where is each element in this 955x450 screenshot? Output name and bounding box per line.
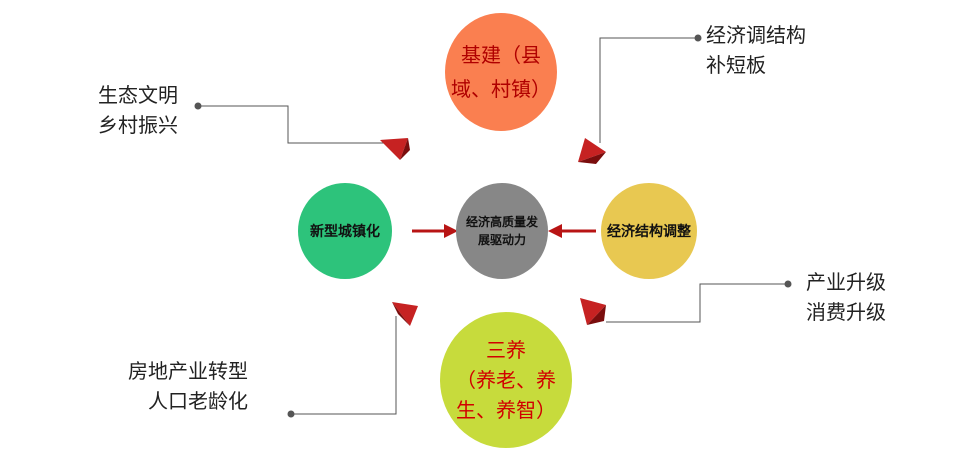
- note-bottom-right-line2: 消费升级: [806, 300, 886, 324]
- arrowhead-bottom-left: [392, 302, 418, 326]
- note-top-left: 生态文明 乡村振兴: [98, 80, 178, 140]
- connector-lines: [198, 37, 788, 415]
- three-care-title: 三养: [486, 338, 526, 362]
- note-top-right: 经济调结构 补短板: [706, 20, 806, 80]
- structural-adjustment-circle: 经济结构调整: [601, 183, 697, 279]
- infrastructure-label: 基建（县域、村镇）: [451, 43, 551, 101]
- arrow-right-to-center-head: [548, 224, 562, 238]
- growth-driver-label: 经济高质量发展驱动力: [465, 215, 538, 247]
- connector-top-left: [198, 105, 388, 144]
- arrow-left-to-center-head: [444, 224, 458, 238]
- connector-dot-bottom-left: [287, 410, 295, 418]
- note-top-left-line2: 乡村振兴: [98, 113, 178, 137]
- connector-bottom-left: [291, 316, 397, 415]
- connector-dot-bottom-right: [784, 280, 792, 288]
- growth-driver-circle: 经济高质量发展驱动力: [456, 183, 548, 279]
- arrowhead-bottom-right: [580, 298, 606, 325]
- note-top-right-line2: 补短板: [706, 53, 766, 77]
- connector-dot-top-left: [194, 102, 202, 110]
- new-urbanization-label: 新型城镇化: [310, 224, 380, 240]
- three-care-detail: （养老、养生、养智）: [456, 368, 556, 422]
- infrastructure-circle: 基建（县域、村镇）: [445, 13, 557, 131]
- note-top-right-line1: 经济调结构: [706, 23, 806, 47]
- three-care-text: 三养 （养老、养生、养智）: [446, 335, 566, 425]
- arrowhead-top-left: [380, 138, 410, 160]
- note-bottom-left-line2: 人口老龄化: [148, 389, 248, 413]
- connector-dot-top-right: [694, 34, 702, 42]
- outer-arrowheads: [380, 138, 606, 326]
- three-care-circle: 三养 （养老、养生、养智）: [440, 312, 572, 448]
- note-bottom-left-line1: 房地产业转型: [128, 359, 248, 383]
- structural-adjustment-label: 经济结构调整: [607, 224, 691, 240]
- connector-bottom-right: [606, 283, 788, 323]
- note-bottom-right: 产业升级 消费升级: [806, 267, 886, 327]
- inner-arrows: [412, 224, 596, 238]
- arrowhead-top-right: [578, 138, 606, 164]
- note-top-left-line1: 生态文明: [98, 83, 178, 107]
- new-urbanization-circle: 新型城镇化: [298, 183, 392, 279]
- note-bottom-right-line1: 产业升级: [806, 270, 886, 294]
- note-bottom-left: 房地产业转型 人口老龄化: [128, 356, 248, 416]
- connector-dots: [194, 34, 792, 418]
- connector-top-right: [599, 37, 698, 143]
